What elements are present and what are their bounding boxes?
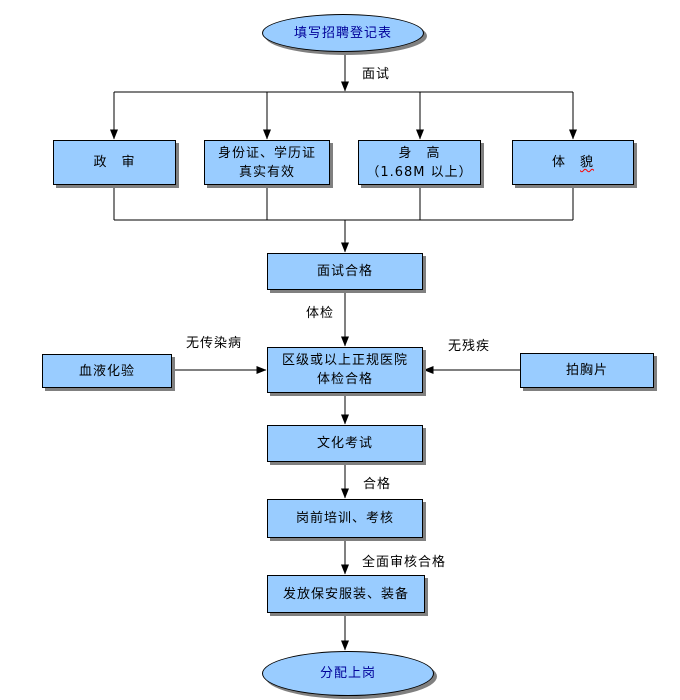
flow-node-culture-exam-label: 文化考试 — [316, 436, 373, 451]
flow-node-political-review-label: 政 审 — [93, 155, 136, 170]
flow-node-interview-passed-label: 面试合格 — [316, 264, 373, 279]
flow-node-blood-test-label: 血液化验 — [78, 363, 135, 379]
flow-node-id-diploma: 身份证、学历证 真实有效 — [204, 140, 330, 185]
flow-node-pre-job-training: 岗前培训、考核 — [267, 499, 423, 538]
edge-label-interview: 面试 — [362, 67, 391, 82]
flow-node-start: 填写招聘登记表 — [262, 14, 424, 52]
flow-node-appearance-label: 体 貌 — [552, 153, 594, 172]
flow-node-chest-xray: 拍胸片 — [520, 353, 654, 388]
flow-node-height: 身 高 （1.68M 以上） — [358, 140, 481, 185]
edge-label-physical-exam: 体检 — [306, 306, 335, 321]
flow-node-height-label: 身 高 （1.68M 以上） — [366, 145, 473, 180]
flow-node-hospital-physical: 区级或以上正规医院 体检合格 — [267, 347, 423, 393]
flow-node-appearance-prefix: 体 — [551, 155, 580, 170]
flow-node-appearance-misspelled: 貌 — [580, 155, 595, 170]
flow-node-issue-uniform-label: 发放保安服装、装备 — [282, 586, 409, 602]
flow-node-interview-passed: 面试合格 — [267, 253, 423, 290]
edge-label-passed: 合格 — [363, 477, 392, 492]
flow-node-blood-test: 血液化验 — [42, 354, 172, 388]
flow-node-start-label: 填写招聘登记表 — [293, 25, 392, 41]
flow-node-hospital-physical-label: 区级或以上正规医院 体检合格 — [281, 353, 408, 387]
flow-node-id-diploma-label: 身份证、学历证 真实有效 — [217, 145, 316, 180]
edge-label-no-disability: 无残疾 — [448, 339, 491, 354]
flow-node-pre-job-training-label: 岗前培训、考核 — [295, 511, 394, 526]
flow-node-assign-post-label: 分配上岗 — [319, 666, 376, 681]
flow-node-political-review: 政 审 — [53, 140, 176, 185]
edge-label-no-infectious-disease: 无传染病 — [186, 336, 243, 351]
flow-node-issue-uniform: 发放保安服装、装备 — [267, 575, 425, 613]
flow-node-chest-xray-label: 拍胸片 — [565, 363, 608, 378]
flow-node-culture-exam: 文化考试 — [267, 425, 423, 462]
flow-node-assign-post: 分配上岗 — [262, 651, 434, 696]
flow-node-appearance: 体 貌 — [512, 140, 634, 185]
edge-label-full-review-passed: 全面审核合格 — [362, 555, 447, 570]
